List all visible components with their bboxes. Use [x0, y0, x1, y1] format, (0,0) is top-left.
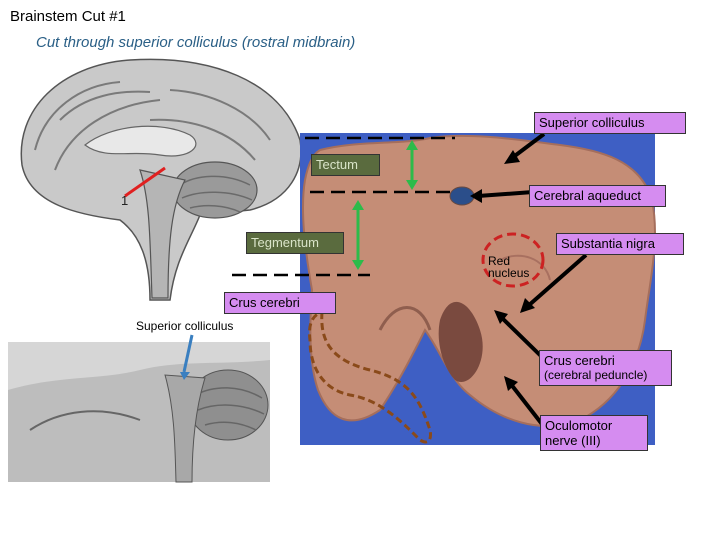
label-tectum: Tectum	[311, 154, 380, 176]
slide-subtitle: Cut through superior colliculus (rostral…	[36, 34, 356, 51]
label-oculomotor-line2: nerve (III)	[545, 433, 601, 448]
label-oculomotor-line1: Oculomotor	[545, 418, 613, 433]
label-oculomotor-nerve: Oculomotor nerve (III)	[540, 415, 648, 451]
label-superior-colliculus: Superior colliculus	[534, 112, 686, 134]
arrow-superior-colliculus	[504, 132, 546, 164]
label-crus-cerebri-peduncle-line2: (cerebral peduncle)	[544, 368, 648, 382]
label-red-nucleus: Red nucleus	[488, 255, 529, 279]
arrow-crus-cerebri-peduncle	[494, 310, 545, 360]
tegmentum-green-arrow	[352, 200, 364, 270]
slide-title: Brainstem Cut #1	[10, 8, 126, 25]
label-substantia-nigra: Substantia nigra	[556, 233, 684, 255]
midbrain-section-photo	[300, 133, 656, 445]
tectum-green-arrow	[406, 140, 418, 190]
superior-colliculus-blue-arrow	[182, 334, 194, 373]
sagittal-brain-illustration	[20, 58, 302, 301]
label-tegmentum: Tegmentum	[246, 232, 344, 254]
arrow-cerebral-aqueduct	[470, 189, 534, 203]
label-red-nucleus-line1: Red	[488, 254, 511, 268]
label-crus-cerebri: Crus cerebri	[224, 292, 336, 314]
label-crus-cerebri-peduncle: Crus cerebri (cerebral peduncle)	[539, 350, 672, 386]
arrow-oculomotor	[504, 376, 547, 430]
label-superior-colliculus-closeup: Superior colliculus	[136, 319, 234, 333]
label-red-nucleus-line2: nucleus	[488, 266, 530, 280]
crus-cerebri-outline	[308, 309, 432, 444]
cut-number: 1	[121, 193, 129, 208]
label-crus-cerebri-peduncle-line1: Crus cerebri	[544, 353, 615, 368]
arrow-substantia-nigra	[520, 253, 588, 313]
red-nucleus-outline	[481, 232, 545, 288]
cut-line	[124, 166, 166, 198]
sagittal-closeup-illustration	[8, 334, 270, 483]
label-cerebral-aqueduct: Cerebral aqueduct	[529, 185, 666, 207]
